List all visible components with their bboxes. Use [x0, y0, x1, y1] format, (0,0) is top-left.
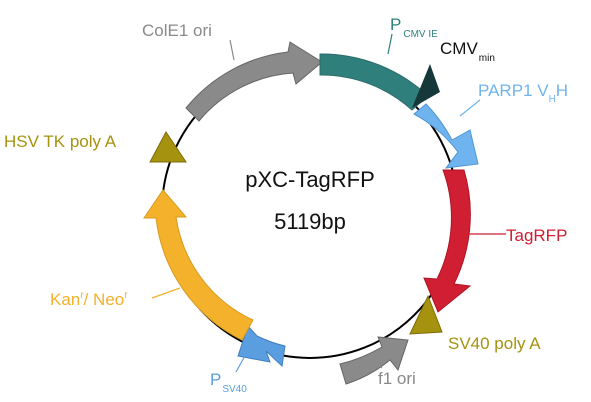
tagrfp-arrow	[423, 169, 472, 313]
psv40-arrow	[237, 325, 286, 368]
pcmv-leader	[387, 33, 393, 55]
kan-neo-label: Kanr/ Neor	[50, 290, 128, 309]
cole1-ori-arrow	[185, 41, 323, 122]
f1ori-label: f1 ori	[378, 369, 416, 388]
pcmv-label: PCMV IE	[390, 15, 438, 40]
plasmid-size: 5119bp	[274, 209, 346, 234]
hsvtk-polya-triangle	[149, 131, 187, 163]
tagrfp-label: TagRFP	[506, 226, 567, 245]
hsvtk-label: HSV TK poly A	[4, 132, 117, 151]
sv40-polya-triangle	[409, 294, 443, 335]
f1ori-arrow	[339, 336, 409, 385]
kan-neo-arrow	[143, 189, 254, 341]
parp1-label: PARP1 VHH	[478, 81, 568, 105]
kan-neo-leader	[151, 287, 181, 299]
pcmv-block	[319, 53, 429, 111]
parp1-arrow	[413, 103, 479, 169]
f1ori-leader	[373, 361, 383, 369]
sv40polya-label: SV40 poly A	[448, 334, 541, 353]
cole1-label: ColE1 ori	[142, 21, 212, 40]
psv40-leader	[235, 353, 247, 373]
cole1-leader	[229, 39, 235, 61]
cmvmin-arrowhead	[412, 64, 440, 108]
plasmid-name: pXC-TagRFP	[245, 167, 375, 192]
psv40-label: PSV40	[210, 370, 247, 395]
parp1-leader	[459, 99, 481, 117]
cmvmin-label: CMVmin	[440, 39, 495, 64]
